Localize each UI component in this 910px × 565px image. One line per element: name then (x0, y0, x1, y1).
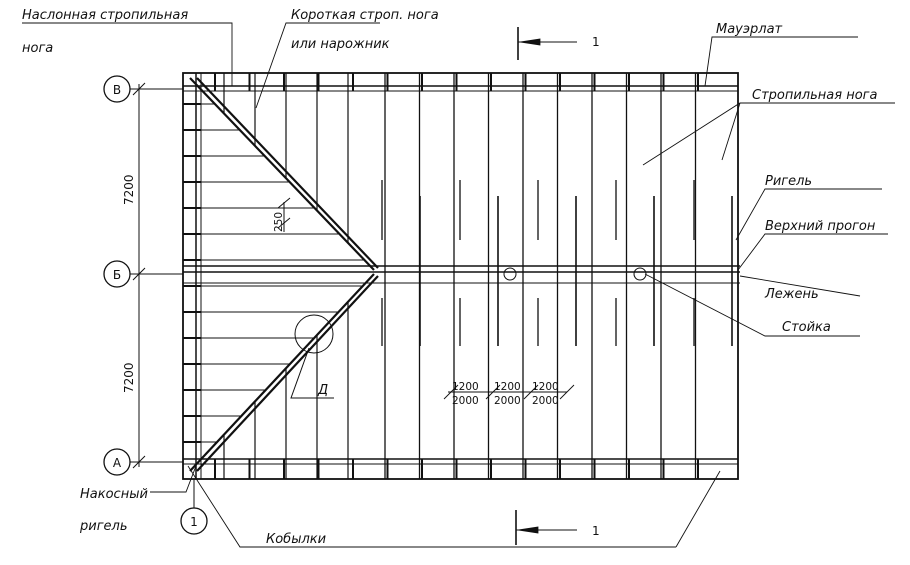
mauerlat-label: Мауэрлат (716, 22, 783, 37)
dimension-lines (132, 82, 146, 469)
spacing-numerator: 1200 (452, 381, 479, 393)
detail-leader (290, 347, 334, 399)
korotkaya-label-line1: Короткая строп. нога (291, 8, 439, 23)
detail-circle (294, 314, 334, 354)
section-top-label: 1 (592, 35, 600, 49)
axis-a-label: А (113, 456, 122, 470)
section-marks (515, 27, 577, 545)
axis-b-label: Б (113, 268, 121, 282)
verkhniy-progon-label: Верхний прогон (765, 219, 876, 234)
axis-markers (103, 75, 208, 535)
spacing-250-marker (277, 197, 291, 232)
edge-ticks-group (183, 73, 699, 479)
spacing-denominator: 2000 (532, 395, 559, 407)
rigel-label: Ригель (765, 174, 812, 189)
posts (503, 267, 647, 281)
korotkaya-label-line2: или нарожник (291, 37, 390, 52)
stoyka-label: Стойка (782, 320, 831, 335)
axis-leaders (130, 88, 195, 508)
spacing-fractions: 1200 2000 1200 2000 1200 2000 (443, 381, 575, 407)
axis-v-label: В (113, 83, 121, 97)
plan-frame (182, 72, 740, 480)
spacing-numerator: 1200 (532, 381, 559, 393)
rafters-group (384, 73, 697, 479)
spacing-250-label: 250 (273, 212, 285, 232)
lezhen-label: Лежень (764, 287, 819, 302)
dimension-upper: 7200 (122, 174, 136, 205)
kobylki-label: Кобылки (266, 532, 326, 547)
dimension-lower: 7200 (122, 362, 136, 393)
section-bottom-label: 1 (592, 524, 600, 538)
detail-label: Д (317, 383, 328, 398)
spacing-denominator: 2000 (452, 395, 479, 407)
nakosny-label-line2: ригель (79, 519, 128, 534)
axis-1-label: 1 (190, 515, 198, 529)
hip-rafters (189, 77, 379, 472)
post-marker (633, 267, 647, 281)
naslon-label-line2: нога (22, 41, 53, 56)
post-marker (503, 267, 517, 281)
callout-leaders (22, 22, 895, 548)
spacing-denominator: 2000 (494, 395, 521, 407)
rigel-lines-group (381, 180, 733, 346)
stropilnaya-label: Стропильная нога (752, 88, 877, 103)
nakosny-label-line1: Накосный (80, 487, 148, 502)
jack-rafters-group (201, 73, 365, 479)
naslon-label-line1: Наслонная стропильная (22, 8, 188, 23)
spacing-numerator: 1200 (494, 381, 521, 393)
